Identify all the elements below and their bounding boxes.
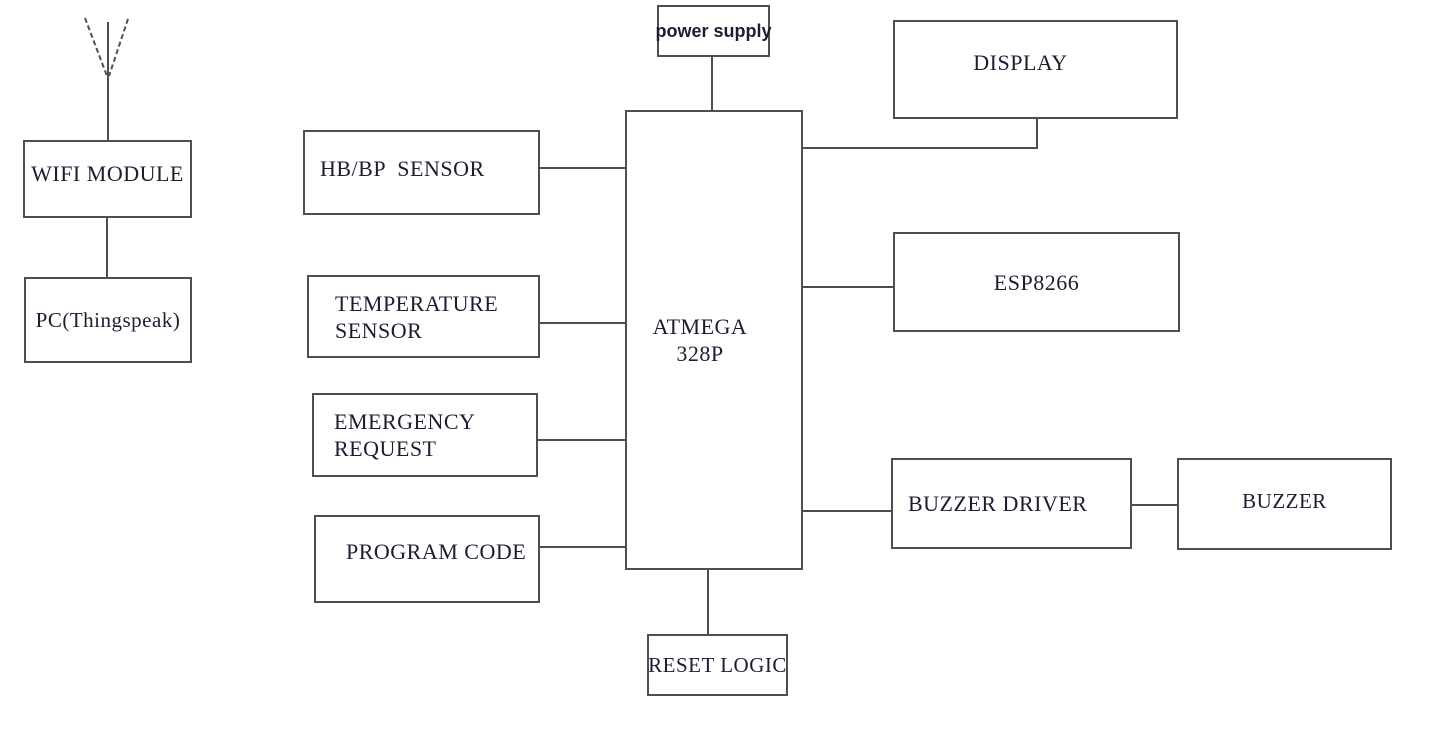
esp8266-label: ESP8266 <box>993 269 1080 295</box>
program-code-label: PROGRAM CODE <box>346 538 527 564</box>
wifi-module-label: WIFI MODULE <box>31 160 184 186</box>
program-code-box: PROGRAM CODE <box>314 515 540 603</box>
power-supply-label: power supply <box>655 20 772 41</box>
buzzer-label: BUZZER <box>1242 488 1327 513</box>
reset-logic-box: RESET LOGIC <box>647 634 788 696</box>
hb-bp-sensor-box: HB/BP SENSOR <box>303 130 540 215</box>
reset-logic-label: RESET LOGIC <box>648 652 787 677</box>
antenna-left-arm-line <box>84 17 108 77</box>
esp8266-box: ESP8266 <box>893 232 1180 332</box>
display-label: DISPLAY <box>973 50 1068 75</box>
buzzer-box: BUZZER <box>1177 458 1392 550</box>
emergency-request-label-line2: REQUEST <box>334 436 437 461</box>
antenna-right-arm-line <box>108 18 129 77</box>
temperature-sensor-label-line1: TEMPERATURE <box>335 290 499 316</box>
pc-thingspeak-label: PC(Thingspeak) <box>35 307 181 332</box>
atmega-label-line1: ATMEGA <box>652 314 748 339</box>
atmega-328p-box: ATMEGA 328P <box>625 110 803 570</box>
emergency-request-label-line1: EMERGENCY <box>334 409 476 434</box>
temperature-sensor-label-line2: SENSOR <box>335 317 423 343</box>
wifi-module-box: WIFI MODULE <box>23 140 192 218</box>
buzzer-driver-label: BUZZER DRIVER <box>908 491 1088 516</box>
atmega-label-line2: 328P <box>676 341 724 366</box>
display-box: DISPLAY <box>893 20 1178 119</box>
emergency-request-box: EMERGENCY REQUEST <box>312 393 538 477</box>
power-supply-box: power supply <box>655 5 772 57</box>
buzzer-driver-box: BUZZER DRIVER <box>891 458 1132 549</box>
pc-thingspeak-box: PC(Thingspeak) <box>24 277 192 363</box>
temperature-sensor-box: TEMPERATURE SENSOR <box>307 275 540 358</box>
hb-bp-sensor-label: HB/BP SENSOR <box>320 156 485 181</box>
connector-atmega-display <box>803 119 1038 149</box>
